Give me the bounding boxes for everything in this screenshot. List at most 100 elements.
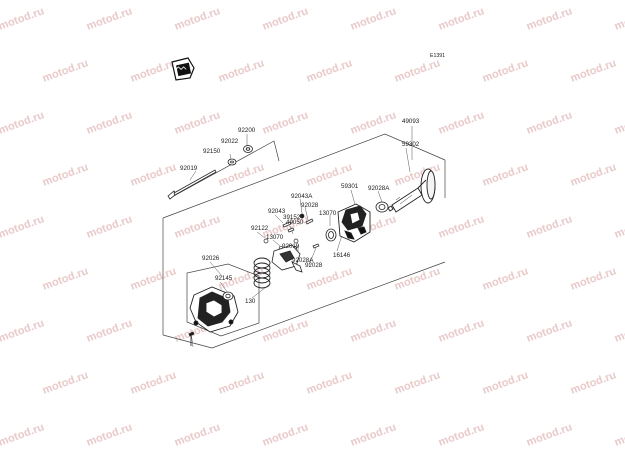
watermark-text: motod.ru	[261, 5, 310, 33]
watermark-text: motod.ru	[0, 265, 2, 293]
watermark-text: motod.ru	[217, 161, 266, 189]
watermark-text: motod.ru	[41, 57, 90, 85]
watermark-text: motod.ru	[0, 421, 46, 449]
engine-symbol-icon	[171, 57, 195, 81]
watermark-text: motod.ru	[525, 421, 574, 449]
part-label: 92150	[203, 148, 221, 155]
watermark-text: motod.ru	[569, 369, 618, 397]
watermark-text: motod.ru	[173, 5, 222, 33]
movable-sheave	[337, 203, 371, 243]
watermark-text: motod.ru	[129, 161, 178, 189]
watermark-text: motod.ru	[85, 213, 134, 241]
watermark-text: motod.ru	[569, 265, 618, 293]
bushing-upper	[375, 201, 389, 213]
watermark-text: motod.ru	[173, 421, 222, 449]
part-label: 13070	[266, 234, 284, 241]
watermark-text: motod.ru	[305, 265, 354, 293]
part-label: 130	[245, 298, 256, 305]
part-label: 39152	[283, 214, 301, 221]
watermark-text: motod.ru	[0, 5, 46, 33]
part-label: 49050	[286, 219, 304, 226]
part-label: 92043A	[291, 193, 313, 200]
watermark-text: motod.ru	[261, 109, 310, 137]
watermark-text: motod.ru	[569, 57, 618, 85]
watermark-text: motod.ru	[613, 109, 625, 137]
assembly-frame	[162, 133, 446, 349]
washer-small	[227, 158, 237, 166]
watermark-text: motod.ru	[305, 57, 354, 85]
watermark-text: motod.ru	[481, 369, 530, 397]
watermark-text: motod.ru	[393, 57, 442, 85]
watermark-text: motod.ru	[525, 213, 574, 241]
watermark-text: motod.ru	[349, 317, 398, 345]
watermark-text: motod.ru	[613, 213, 625, 241]
watermark-text: motod.ru	[305, 369, 354, 397]
watermark-text: motod.ru	[613, 317, 625, 345]
watermark-text: motod.ru	[261, 421, 310, 449]
watermark-text: motod.ru	[613, 5, 625, 33]
part-label: 92200	[238, 127, 256, 134]
part-label: 92019	[180, 165, 198, 172]
fixed-sheave	[387, 168, 436, 213]
watermark-text: motod.ru	[41, 161, 90, 189]
watermark-text: motod.ru	[261, 317, 310, 345]
watermark-text: motod.ru	[0, 369, 2, 397]
watermark-text: motod.ru	[437, 213, 486, 241]
watermark-text: motod.ru	[0, 317, 46, 345]
part-label: 59301	[341, 183, 359, 190]
watermark-text: motod.ru	[41, 265, 90, 293]
watermark-text: motod.ru	[437, 421, 486, 449]
watermark-text: motod.ru	[481, 265, 530, 293]
watermark-text: motod.ru	[525, 5, 574, 33]
part-labels: 49093 59302 59301 92028A 92200 92022 921…	[180, 118, 420, 305]
watermark-text: motod.ru	[173, 213, 222, 241]
watermark-text: motod.ru	[85, 317, 134, 345]
watermark-text: motod.ru	[173, 109, 222, 137]
watermark-text: motod.ru	[0, 109, 46, 137]
part-label: 16146	[333, 252, 351, 259]
watermark-text: motod.ru	[129, 369, 178, 397]
watermark-text: motod.ru	[437, 109, 486, 137]
spider-arm	[271, 244, 303, 273]
watermark-text: motod.ru	[217, 57, 266, 85]
part-label: 92122	[251, 225, 269, 232]
watermark-text: motod.ru	[437, 317, 486, 345]
watermark-text: motod.ru	[525, 109, 574, 137]
watermark-text: motod.ru	[129, 57, 178, 85]
watermark-text: motod.ru	[481, 57, 530, 85]
part-label: 13070	[319, 210, 337, 217]
part-label: 92026	[202, 255, 220, 262]
washer-large	[243, 145, 253, 153]
part-label: 59302	[402, 141, 420, 148]
watermark-text: motod.ru	[85, 421, 134, 449]
watermark-text: motod.ru	[613, 421, 625, 449]
watermark-text: motod.ru	[393, 369, 442, 397]
part-label: 49093	[402, 118, 420, 125]
cover-bolt	[188, 331, 195, 346]
watermark-text: motod.ru	[393, 265, 442, 293]
watermark-text: motod.ru	[569, 161, 618, 189]
part-label: 92028A	[368, 185, 390, 192]
watermark-text: motod.ru	[481, 161, 530, 189]
part-label: 92145	[215, 275, 233, 282]
spring	[253, 257, 271, 289]
watermark-text: motod.ru	[0, 161, 2, 189]
long-bolt	[167, 169, 217, 200]
watermark-text: motod.ru	[437, 5, 486, 33]
watermark-text: motod.ru	[85, 109, 134, 137]
watermark-text: motod.ru	[0, 213, 46, 241]
watermark-layer: motod.ru motod.ru motod.ru motod.ru motod.ru…	[0, 5, 625, 449]
part-label: 92028A	[292, 257, 314, 264]
watermark-text: motod.ru	[349, 5, 398, 33]
watermark-text: motod.ru	[85, 5, 134, 33]
diagram-code: E1391	[430, 53, 445, 59]
watermark-text: motod.ru	[349, 109, 398, 137]
watermark-text: motod.ru	[41, 369, 90, 397]
watermark-text: motod.ru	[0, 57, 2, 85]
part-label: 92028	[301, 202, 319, 209]
watermark-text: motod.ru	[217, 369, 266, 397]
part-label: 92043	[268, 208, 286, 215]
bushing-lower	[222, 291, 234, 301]
